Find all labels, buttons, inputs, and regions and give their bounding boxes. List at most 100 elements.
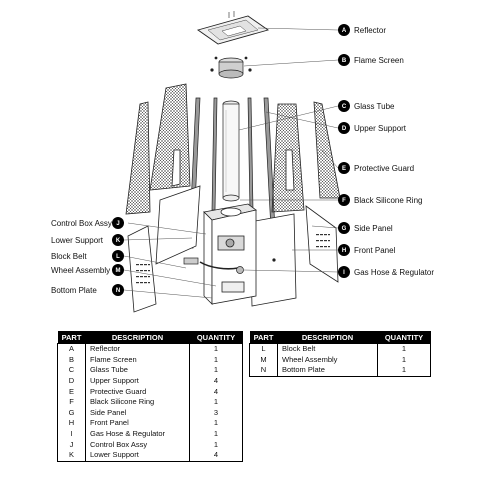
svg-text:Flame Screen: Flame Screen [354,56,404,65]
svg-text:I: I [343,270,345,276]
description-cell: Flame Screen [85,354,190,366]
part-cell: E [57,386,86,397]
description-cell: Glass Tube [85,365,190,376]
callout-lines [123,27,339,299]
description-cell: Lower Support [85,449,190,462]
description-cell: Control Box Assy [85,439,190,450]
callout-c: C Glass Tube [338,100,395,112]
callout-n: Bottom Plate N [51,284,124,296]
svg-text:Lower Support: Lower Support [51,236,104,245]
svg-text:M: M [116,268,121,274]
svg-text:Side Panel: Side Panel [354,224,393,233]
quantity-cell: 4 [213,450,219,460]
description-cell: Side Panel [85,407,190,419]
description-cell: Wheel Assembly [277,354,378,366]
header-description: DESCRIPTION [85,331,190,344]
svg-text:L: L [116,254,120,260]
svg-text:Front Panel: Front Panel [354,246,396,255]
svg-text:Block Belt: Block Belt [51,252,87,261]
header-part: PART [249,331,278,344]
callout-d: D Upper Support [338,122,407,134]
description-cell: Reflector [85,343,190,355]
flame-screen-drawing [210,56,252,79]
part-cell: C [57,365,86,376]
svg-text:Gas Hose & Regulator: Gas Hose & Regulator [354,268,434,277]
svg-text:J: J [116,221,119,227]
quantity-cell: 4 [213,376,219,386]
svg-text:Protective Guard: Protective Guard [354,164,414,173]
header-quantity: QUANTITY [189,331,243,344]
callout-l: Block Belt L [51,250,124,262]
part-cell: F [57,396,86,408]
front-panel-drawing [249,213,297,307]
quantity-cell: 4 [213,386,219,396]
gas-hose-drawing [183,257,244,274]
part-cell: N [249,365,278,377]
callout-g: G Side Panel [338,222,393,234]
svg-text:Upper Support: Upper Support [354,124,407,133]
header-quantity: QUANTITY [377,331,431,344]
part-cell: I [57,428,86,440]
svg-text:H: H [342,248,346,254]
callout-k: Lower Support K [51,234,124,246]
svg-text:Black Silicone Ring: Black Silicone Ring [354,196,422,205]
quantity-cell: 1 [213,418,219,428]
callout-i: I Gas Hose & Regulator [338,266,434,278]
part-cell: G [57,407,86,419]
part-cell: B [57,354,86,366]
quantity-cell: 1 [213,344,219,354]
header-part: PART [57,331,86,344]
description-cell: Bottom Plate [277,365,378,377]
part-cell: J [57,439,86,450]
description-cell: Gas Hose & Regulator [85,428,190,440]
part-cell: A [57,343,86,355]
protective-guards-drawing [125,83,341,215]
svg-text:C: C [342,104,347,110]
header-description: DESCRIPTION [277,331,378,344]
quantity-cell: 1 [401,344,407,354]
side-panels-drawing [127,185,339,313]
svg-text:B: B [342,58,347,64]
description-cell: Upper Support [85,375,190,387]
svg-text:Bottom Plate: Bottom Plate [51,286,97,295]
svg-text:G: G [342,226,347,232]
callout-h: H Front Panel [338,244,396,256]
part-cell: L [249,343,278,355]
quantity-cell: 1 [213,365,219,375]
svg-text:K: K [116,238,121,244]
description-cell: Black Silicone Ring [85,396,190,408]
svg-text:N: N [116,288,120,294]
description-cell: Front Panel [85,418,190,429]
part-cell: H [57,418,86,429]
svg-text:D: D [342,126,347,132]
control-box-drawing [203,203,257,305]
reflector-drawing [196,11,270,45]
svg-text:F: F [342,198,346,204]
quantity-cell: 1 [401,354,407,364]
svg-text:Glass Tube: Glass Tube [354,102,395,111]
part-cell: K [57,449,86,462]
